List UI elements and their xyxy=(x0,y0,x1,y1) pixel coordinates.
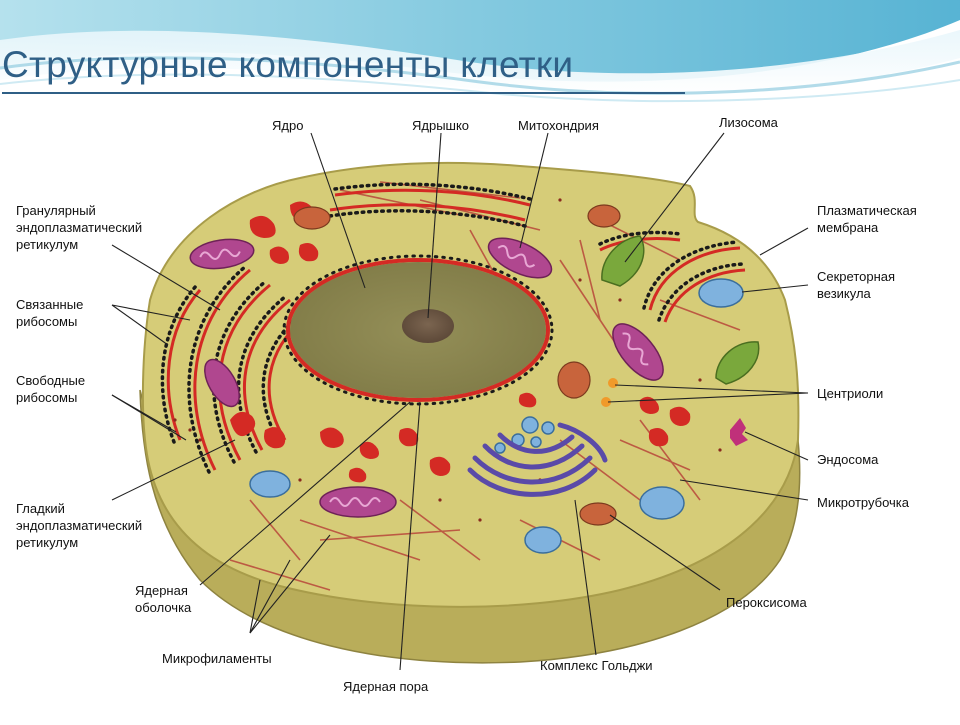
header-wave-background xyxy=(0,0,960,110)
golgi-complex xyxy=(467,422,608,497)
label-mitochondrion: Митохондрия xyxy=(518,118,599,133)
slide-header xyxy=(0,0,960,110)
nuclear-envelope xyxy=(286,258,550,402)
smooth-er xyxy=(230,201,691,483)
label-smooth-er: Гладкий эндоплазматический ретикулум xyxy=(16,501,143,550)
leader-lines xyxy=(111,132,809,671)
label-endosome: Эндосома xyxy=(817,452,879,467)
label-bound-ribosomes: Связанные рибосомы xyxy=(16,297,84,329)
lysosomes xyxy=(601,235,760,385)
nuclear-envelope-pores xyxy=(282,254,554,406)
label-free-ribosomes: Свободные рибосомы xyxy=(16,373,86,405)
peroxisomes xyxy=(293,204,621,526)
label-microfilaments: Микрофиламенты xyxy=(162,651,272,666)
label-plasma-membrane: Плазматическая мембрана xyxy=(817,203,917,235)
label-microtubule: Микротрубочка xyxy=(817,495,910,510)
mitochondria xyxy=(189,237,664,518)
label-nuclear-pore: Ядерная пора xyxy=(343,679,429,694)
label-secretory-vesicle: Секреторная везикула xyxy=(817,269,896,301)
label-rough-er: Гранулярный эндоплазматический ретикулум xyxy=(16,203,143,252)
label-lysosome: Лизосома xyxy=(719,115,778,130)
label-nuclear-envelope: Ядерная оболочка xyxy=(135,583,192,615)
title-underline xyxy=(2,92,685,94)
endosome xyxy=(730,418,748,446)
label-centrioles: Центриоли xyxy=(817,386,884,401)
slide-title: Структурные компоненты клетки xyxy=(2,44,574,85)
centrioles xyxy=(601,378,618,407)
secretory-vesicles xyxy=(249,278,744,554)
label-nucleolus: Ядрышко xyxy=(412,118,470,133)
label-nucleus: Ядро xyxy=(272,118,304,133)
label-golgi: Комплекс Гольджи xyxy=(540,658,653,673)
nucleolus xyxy=(402,309,454,343)
label-peroxisome: Пероксисома xyxy=(726,595,807,610)
